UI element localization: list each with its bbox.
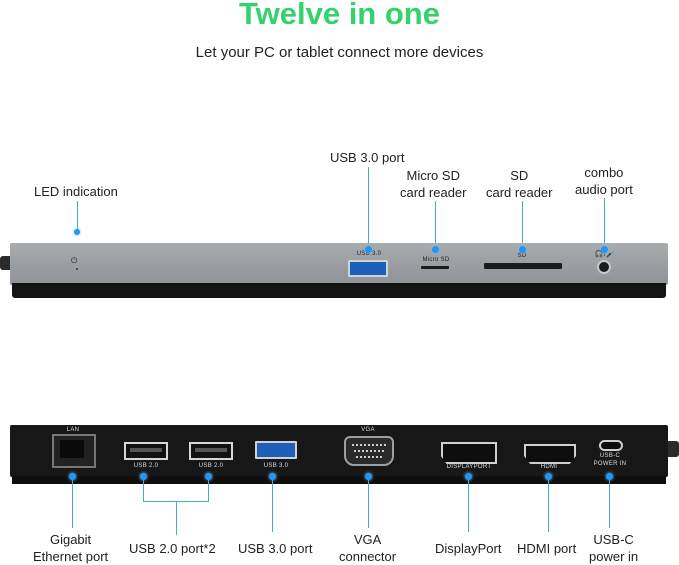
displayport-port xyxy=(441,442,497,464)
callout-line-sd xyxy=(522,201,523,249)
page-subtitle: Let your PC or tablet connect more devic… xyxy=(195,44,484,61)
sd-dot xyxy=(519,246,526,253)
usb2-port-2 xyxy=(189,442,233,460)
lan-port-socket xyxy=(60,440,84,458)
label-led-indication: LED indication xyxy=(34,184,118,199)
vga-port-label: VGA xyxy=(361,427,375,433)
callout-line-audio xyxy=(604,198,605,249)
usb3-top-port xyxy=(348,260,388,277)
cable-right-bottom xyxy=(666,441,679,457)
callout-line-ethernet xyxy=(72,480,73,528)
displayport-port-label: DISPLAYPORT xyxy=(446,464,492,470)
page-title: Twelve in one xyxy=(239,0,440,31)
callout-line-usbc xyxy=(609,480,610,528)
lan-port-label: LAN xyxy=(66,427,80,433)
led-dot xyxy=(74,229,80,235)
label-usb2: USB 2.0 port*2 xyxy=(129,541,216,556)
callout-line-usb3-bottom xyxy=(272,480,273,532)
callout-line-led xyxy=(77,201,78,231)
usb3-top-port-label: USB 3.0 xyxy=(356,251,382,257)
audio-jack xyxy=(597,260,611,274)
usb3-bottom-port xyxy=(255,441,297,459)
usb2-2-dot xyxy=(205,473,212,480)
displayport-dot xyxy=(465,473,472,480)
label-usb3-bottom: USB 3.0 port xyxy=(238,541,313,556)
callout-line-usb2-1 xyxy=(143,480,144,502)
usb3-top-dot xyxy=(365,246,372,253)
callout-line-usb3-top xyxy=(368,167,369,249)
hdmi-port-label: HDMI xyxy=(540,464,558,470)
microsd-slot-label: Micro SD xyxy=(422,257,450,263)
usb2-1-dot xyxy=(140,473,147,480)
usb3-bottom-dot xyxy=(269,473,276,480)
callout-line-microsd xyxy=(435,201,436,249)
usbc-port xyxy=(599,440,623,451)
callout-line-usb2-join xyxy=(176,501,177,535)
audio-dot xyxy=(601,246,608,253)
power-icon: ⏻ xyxy=(71,256,78,265)
hub-top-panel xyxy=(10,243,668,285)
hub-bottom-base xyxy=(12,476,666,484)
vga-dot xyxy=(365,473,372,480)
hdmi-port xyxy=(524,444,576,464)
usb2-port-1-label: USB 2.0 xyxy=(133,463,159,469)
vga-port xyxy=(344,436,394,466)
callout-line-hdmi xyxy=(548,480,549,532)
hdmi-dot xyxy=(545,473,552,480)
usb3-bottom-port-label: USB 3.0 xyxy=(263,463,289,469)
label-hdmi: HDMI port xyxy=(517,541,577,556)
microsd-slot xyxy=(421,266,449,269)
callout-line-vga xyxy=(368,480,369,528)
callout-line-dp xyxy=(468,480,469,532)
hub-top-base xyxy=(12,283,666,298)
ethernet-dot xyxy=(69,473,76,480)
usb2-port-1 xyxy=(124,442,168,460)
led-indicator xyxy=(76,268,78,270)
callout-line-usb2-2 xyxy=(208,480,209,502)
usbc-dot xyxy=(606,473,613,480)
audio-icon: 🎧/🎤 xyxy=(594,251,616,258)
usb2-port-2-label: USB 2.0 xyxy=(198,463,224,469)
sd-slot xyxy=(484,263,562,269)
sd-slot-label: SD xyxy=(517,253,527,259)
label-displayport: DisplayPort xyxy=(435,541,502,556)
microsd-dot xyxy=(432,246,439,253)
label-usb3-top: USB 3.0 port xyxy=(330,150,405,165)
